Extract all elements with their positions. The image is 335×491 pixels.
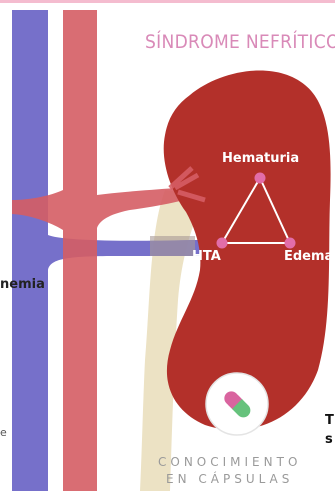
label-left-bottom-cropped: e bbox=[0, 426, 7, 439]
vein-artery-overlap bbox=[150, 236, 195, 256]
node-hematuria bbox=[255, 173, 266, 184]
top-border bbox=[0, 0, 335, 3]
node-hta bbox=[217, 238, 228, 249]
label-hematuria: Hematuria bbox=[222, 151, 299, 166]
brand-line-1: CONOCIMIENTO bbox=[158, 455, 301, 469]
label-edema: Edema bbox=[284, 249, 333, 264]
label-hta: HTA bbox=[192, 249, 221, 264]
label-anemia-cropped: nemia bbox=[0, 277, 45, 292]
node-edema bbox=[285, 238, 296, 249]
pill-icon bbox=[206, 373, 268, 435]
diagram-title: SÍNDROME NEFRÍTICO bbox=[0, 31, 335, 53]
label-right-bottom-cropped: s bbox=[325, 432, 333, 447]
label-right-top-cropped: T bbox=[325, 413, 334, 428]
brand-line-2: EN CÁPSULAS bbox=[166, 472, 293, 486]
